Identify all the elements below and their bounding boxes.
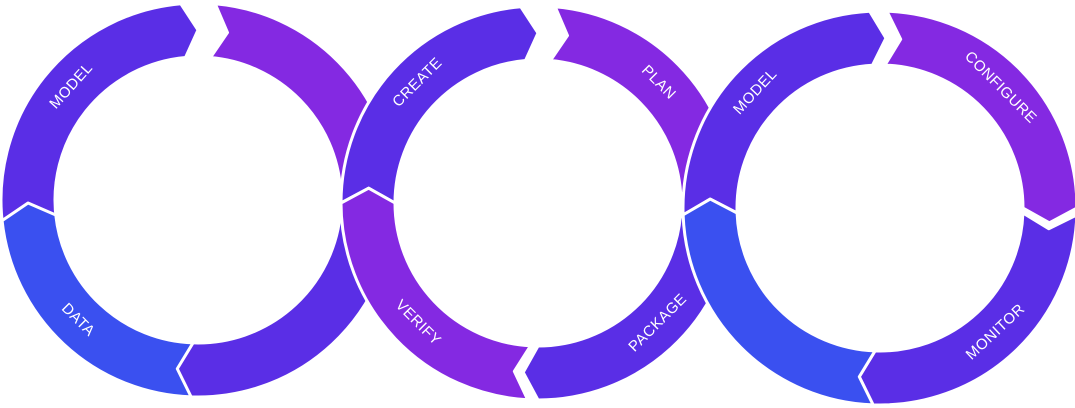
ring-1-segment-data bbox=[0, 201, 195, 399]
ring-1-segment-model bbox=[0, 2, 200, 229]
ring-2-segment-package bbox=[521, 213, 736, 402]
ring-3-segment-monitor bbox=[857, 211, 1075, 407]
ring-3-segment-4 bbox=[681, 197, 877, 407]
ring-3-segment-configure bbox=[883, 9, 1075, 225]
ring-3-segment-model bbox=[681, 9, 888, 217]
ring-2-segment-create bbox=[339, 5, 540, 205]
ring-2-segment-verify bbox=[339, 186, 533, 402]
